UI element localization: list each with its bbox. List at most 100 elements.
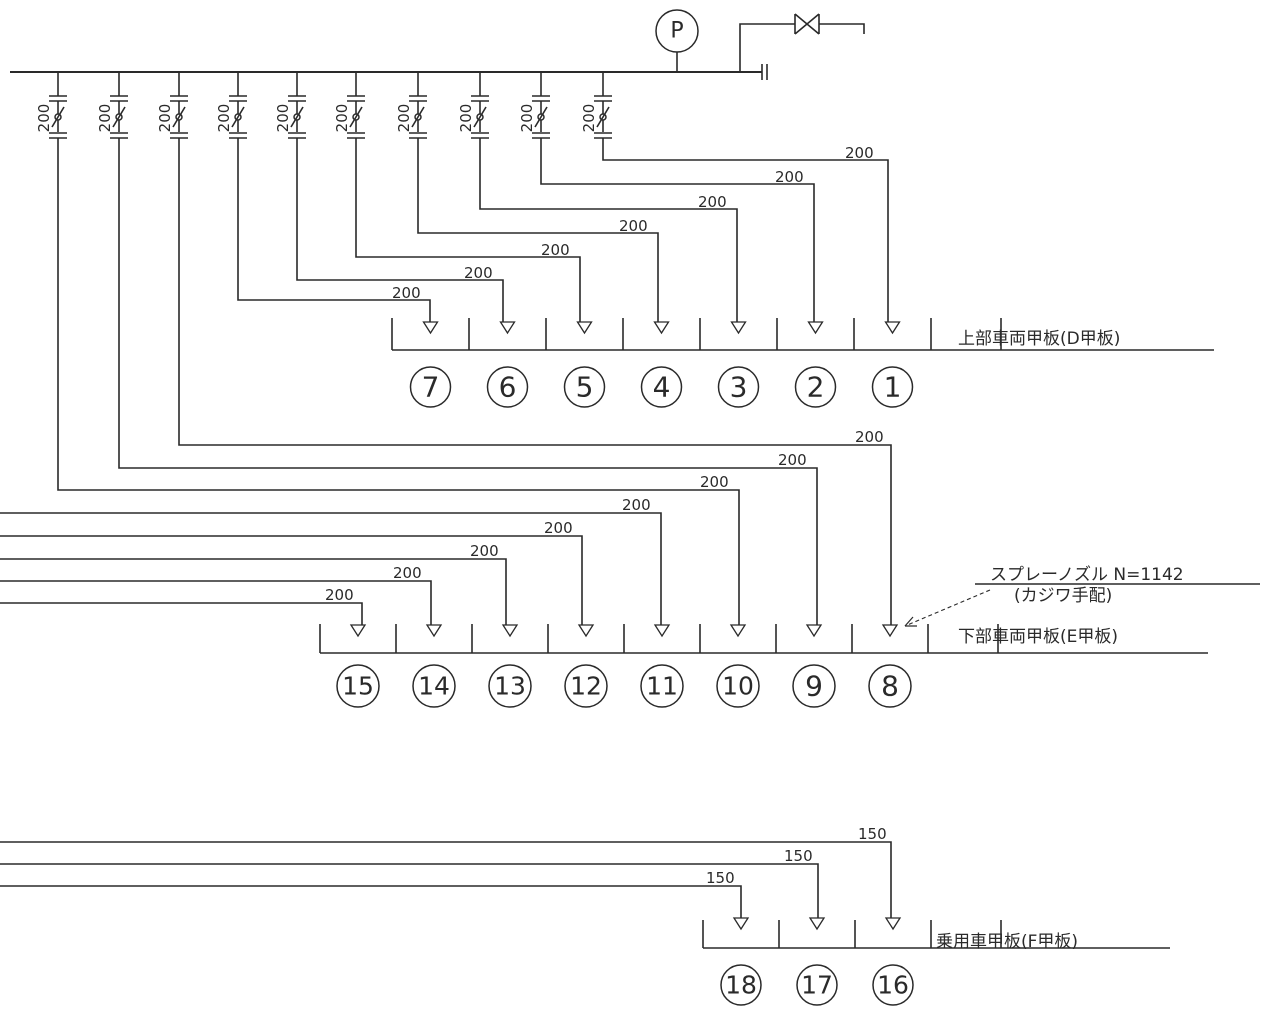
pipe-to-nozzle-10 [57,138,740,625]
nozzle-number: 8 [881,670,899,703]
pipe-size-label: 200 [393,564,422,582]
nozzle-number-circle [563,366,606,408]
valve-size-label: 200 [156,104,174,133]
branch-valve: 200 [35,72,67,139]
butterfly-valve-icon [534,106,548,128]
nozzle-number-circle [872,964,914,1006]
pipe-to-nozzle-18 [0,885,742,918]
nozzle-number: 13 [494,672,526,701]
pipe-to-nozzle-2 [540,138,815,322]
branch-valve: 200 [215,72,247,139]
spray-nozzle-icon [884,321,901,335]
pipe-to-nozzle-1 [602,138,889,322]
upper-deck-piping: 200 200 200 200 200 200 200 [237,138,889,322]
spray-nozzle-icon [729,624,747,638]
butterfly-valve-icon [473,106,487,128]
branch-valve: 200 [96,72,128,139]
bypass-line [739,13,865,80]
spray-nozzle-icon [577,624,595,638]
valve-size-label: 200 [333,104,351,133]
nozzle-number: 18 [725,971,757,1000]
spray-nozzle-icon [884,917,902,931]
butterfly-valve-icon [596,106,610,128]
valve-size-label: 200 [215,104,233,133]
pipe-to-nozzle-3 [479,138,738,322]
nozzle-note-line2: (カジワ手配) [1014,586,1112,606]
valve-size-label: 200 [96,104,114,133]
pipe-to-nozzle-9 [118,138,818,625]
valve-size-label: 200 [457,104,475,133]
butterfly-valve-icon [349,106,363,128]
tier-label-passenger: 乗用車甲板(F甲板) [936,932,1078,952]
nozzle-number: 14 [418,672,450,701]
spray-nozzle-icon [732,917,750,931]
pipe-to-nozzle-13 [0,558,507,625]
nozzle-number: 17 [801,971,833,1000]
spray-nozzle-icon [576,321,593,335]
pipe-size-label: 200 [470,542,499,560]
nozzle-number-circle [716,664,760,708]
valve-size-label: 200 [35,104,53,133]
pipe-size-label: 200 [778,451,807,469]
tier-upper: 7 6 5 4 3 2 1 [391,318,1214,408]
pipe-to-nozzle-7 [237,138,431,322]
spray-nozzle-icon [653,321,670,335]
pipe-size-label: 200 [698,193,727,211]
pipe-size-label: 200 [541,241,570,259]
branch-valve: 200 [274,72,306,139]
nozzle-number-circle [792,664,836,708]
tier-label-upper: 上部車両甲板(D甲板) [958,329,1120,349]
nozzle-number: 15 [342,672,374,701]
branch-valve: 200 [333,72,365,139]
spray-nozzle-icon [349,624,367,638]
branch-valve: 200 [457,72,489,139]
pipe-size-label: 200 [855,428,884,446]
callout-leader [904,589,991,627]
nozzle-callout: スプレーノズル N=1142 (カジワ手配) [904,565,1260,627]
pipe-to-nozzle-6 [296,138,504,322]
nozzle-number-circle [871,366,914,408]
pipe-size-label: 150 [858,825,887,843]
valve-size-label: 200 [395,104,413,133]
pipe-to-nozzle-8 [178,138,892,625]
nozzle-number: 2 [807,371,825,404]
nozzle-number-circle [486,366,529,408]
branch-valve: 200 [580,72,612,139]
nozzle-number-circle [409,366,452,408]
spray-nozzle-icon [730,321,747,335]
spray-nozzle-icon [807,321,824,335]
nozzle-number: 6 [499,371,517,404]
pipe-size-label: 200 [775,168,804,186]
pipe-size-label: 200 [325,586,354,604]
butterfly-valve-icon [411,106,425,128]
spray-nozzle-icon [501,624,519,638]
pipe-to-nozzle-11 [0,512,662,625]
pipe-to-nozzle-12 [0,535,583,625]
nozzle-number-circle [717,366,760,408]
nozzle-number: 4 [653,371,671,404]
valve-size-label: 200 [274,104,292,133]
nozzle-number: 5 [576,371,594,404]
spray-nozzle-icon [805,624,823,638]
nozzle-number-circle [640,664,684,708]
tier-label-lower: 下部車両甲板(E甲板) [958,627,1118,647]
nozzle-number: 7 [422,371,440,404]
nozzle-number: 1 [884,371,902,404]
pipe-size-label: 200 [544,519,573,537]
nozzle-number: 9 [805,670,823,703]
butterfly-valve-icon [290,106,304,128]
nozzle-number: 12 [570,672,602,701]
arrowhead-icon [904,616,917,627]
nozzle-number-circle [564,664,608,708]
nozzle-number: 3 [730,371,748,404]
bypass-pipe [739,23,795,72]
spray-nozzle-icon [499,321,516,335]
pipe-to-nozzle-5 [355,138,581,322]
pipe-size-label: 200 [619,217,648,235]
branch-valve: 200 [395,72,427,139]
